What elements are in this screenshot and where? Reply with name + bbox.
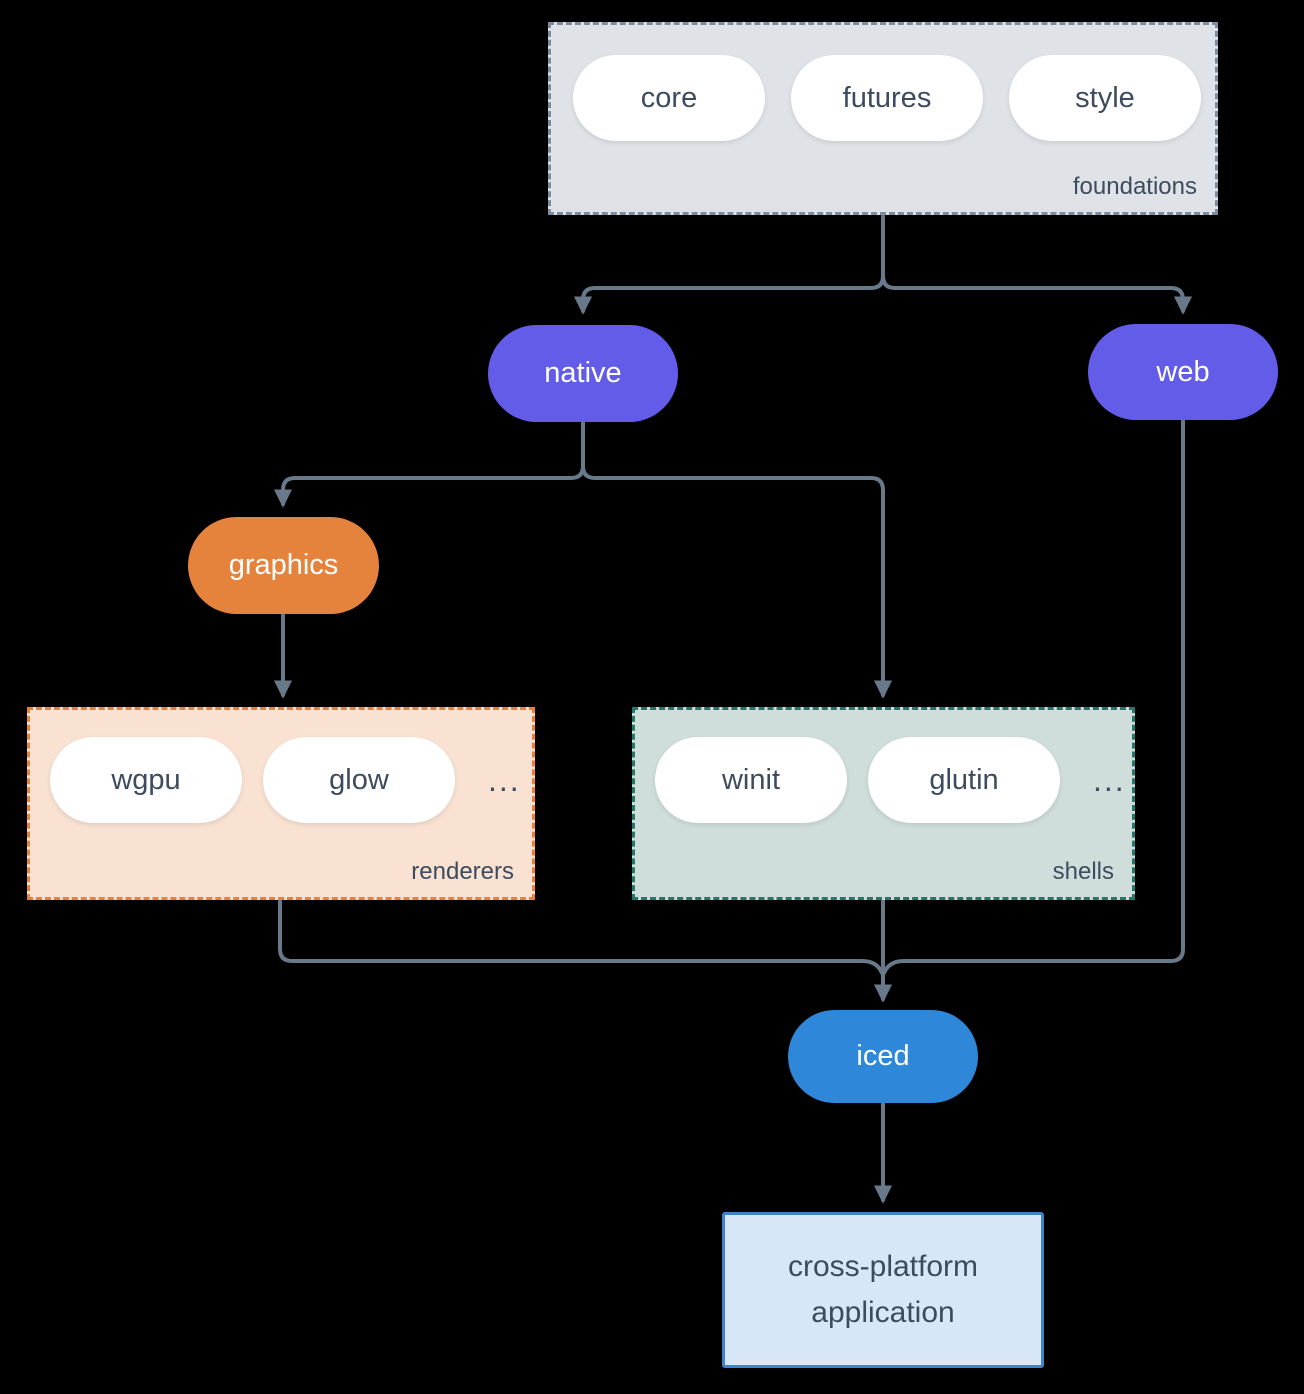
node-cross-platform-application: cross-platform application (722, 1212, 1044, 1368)
node-iced-label: iced (856, 1040, 910, 1072)
foundations-group: core futures style foundations (548, 22, 1218, 215)
foundations-pill-row: core futures style (573, 55, 1201, 141)
shells-group-label: shells (1052, 858, 1114, 885)
node-core-label: core (640, 81, 698, 114)
node-winit-label: winit (721, 763, 780, 796)
edge-foundations-web (881, 214, 1193, 315)
node-native-label: native (544, 357, 622, 389)
renderers-ellipsis: ... (488, 761, 521, 798)
node-futures: futures (791, 55, 983, 141)
shells-ellipsis: ... (1093, 761, 1126, 798)
renderers-pill-row: wgpu glow ... (50, 737, 521, 823)
edge-native-graphics (273, 421, 585, 508)
edge-foundations-native (573, 214, 885, 315)
node-futures-label: futures (842, 81, 932, 114)
foundations-group-label: foundations (1072, 173, 1197, 200)
shells-pill-row: winit glutin ... (655, 737, 1126, 823)
node-glow-label: glow (329, 763, 389, 796)
node-iced: iced (788, 1010, 978, 1103)
node-web-label: web (1156, 355, 1210, 388)
edge-native-shells (581, 421, 893, 699)
node-style: style (1009, 55, 1201, 141)
shells-group: winit glutin ... shells (632, 707, 1135, 900)
node-graphics: graphics (188, 517, 379, 614)
node-graphics-label: graphics (228, 549, 339, 581)
node-style-label: style (1075, 81, 1135, 114)
node-wgpu-label: wgpu (111, 763, 181, 796)
node-winit: winit (655, 737, 847, 823)
node-wgpu: wgpu (50, 737, 242, 823)
node-web: web (1088, 324, 1278, 420)
node-core: core (573, 55, 765, 141)
node-glutin: glutin (868, 737, 1060, 823)
node-native: native (488, 325, 678, 422)
renderers-group: wgpu glow ... renderers (27, 707, 535, 900)
edge-renderers-merge (278, 899, 884, 975)
node-glutin-label: glutin (929, 763, 999, 796)
application-label: cross-platform application (787, 1249, 979, 1330)
node-glow: glow (263, 737, 455, 823)
renderers-group-label: renderers (411, 858, 514, 885)
